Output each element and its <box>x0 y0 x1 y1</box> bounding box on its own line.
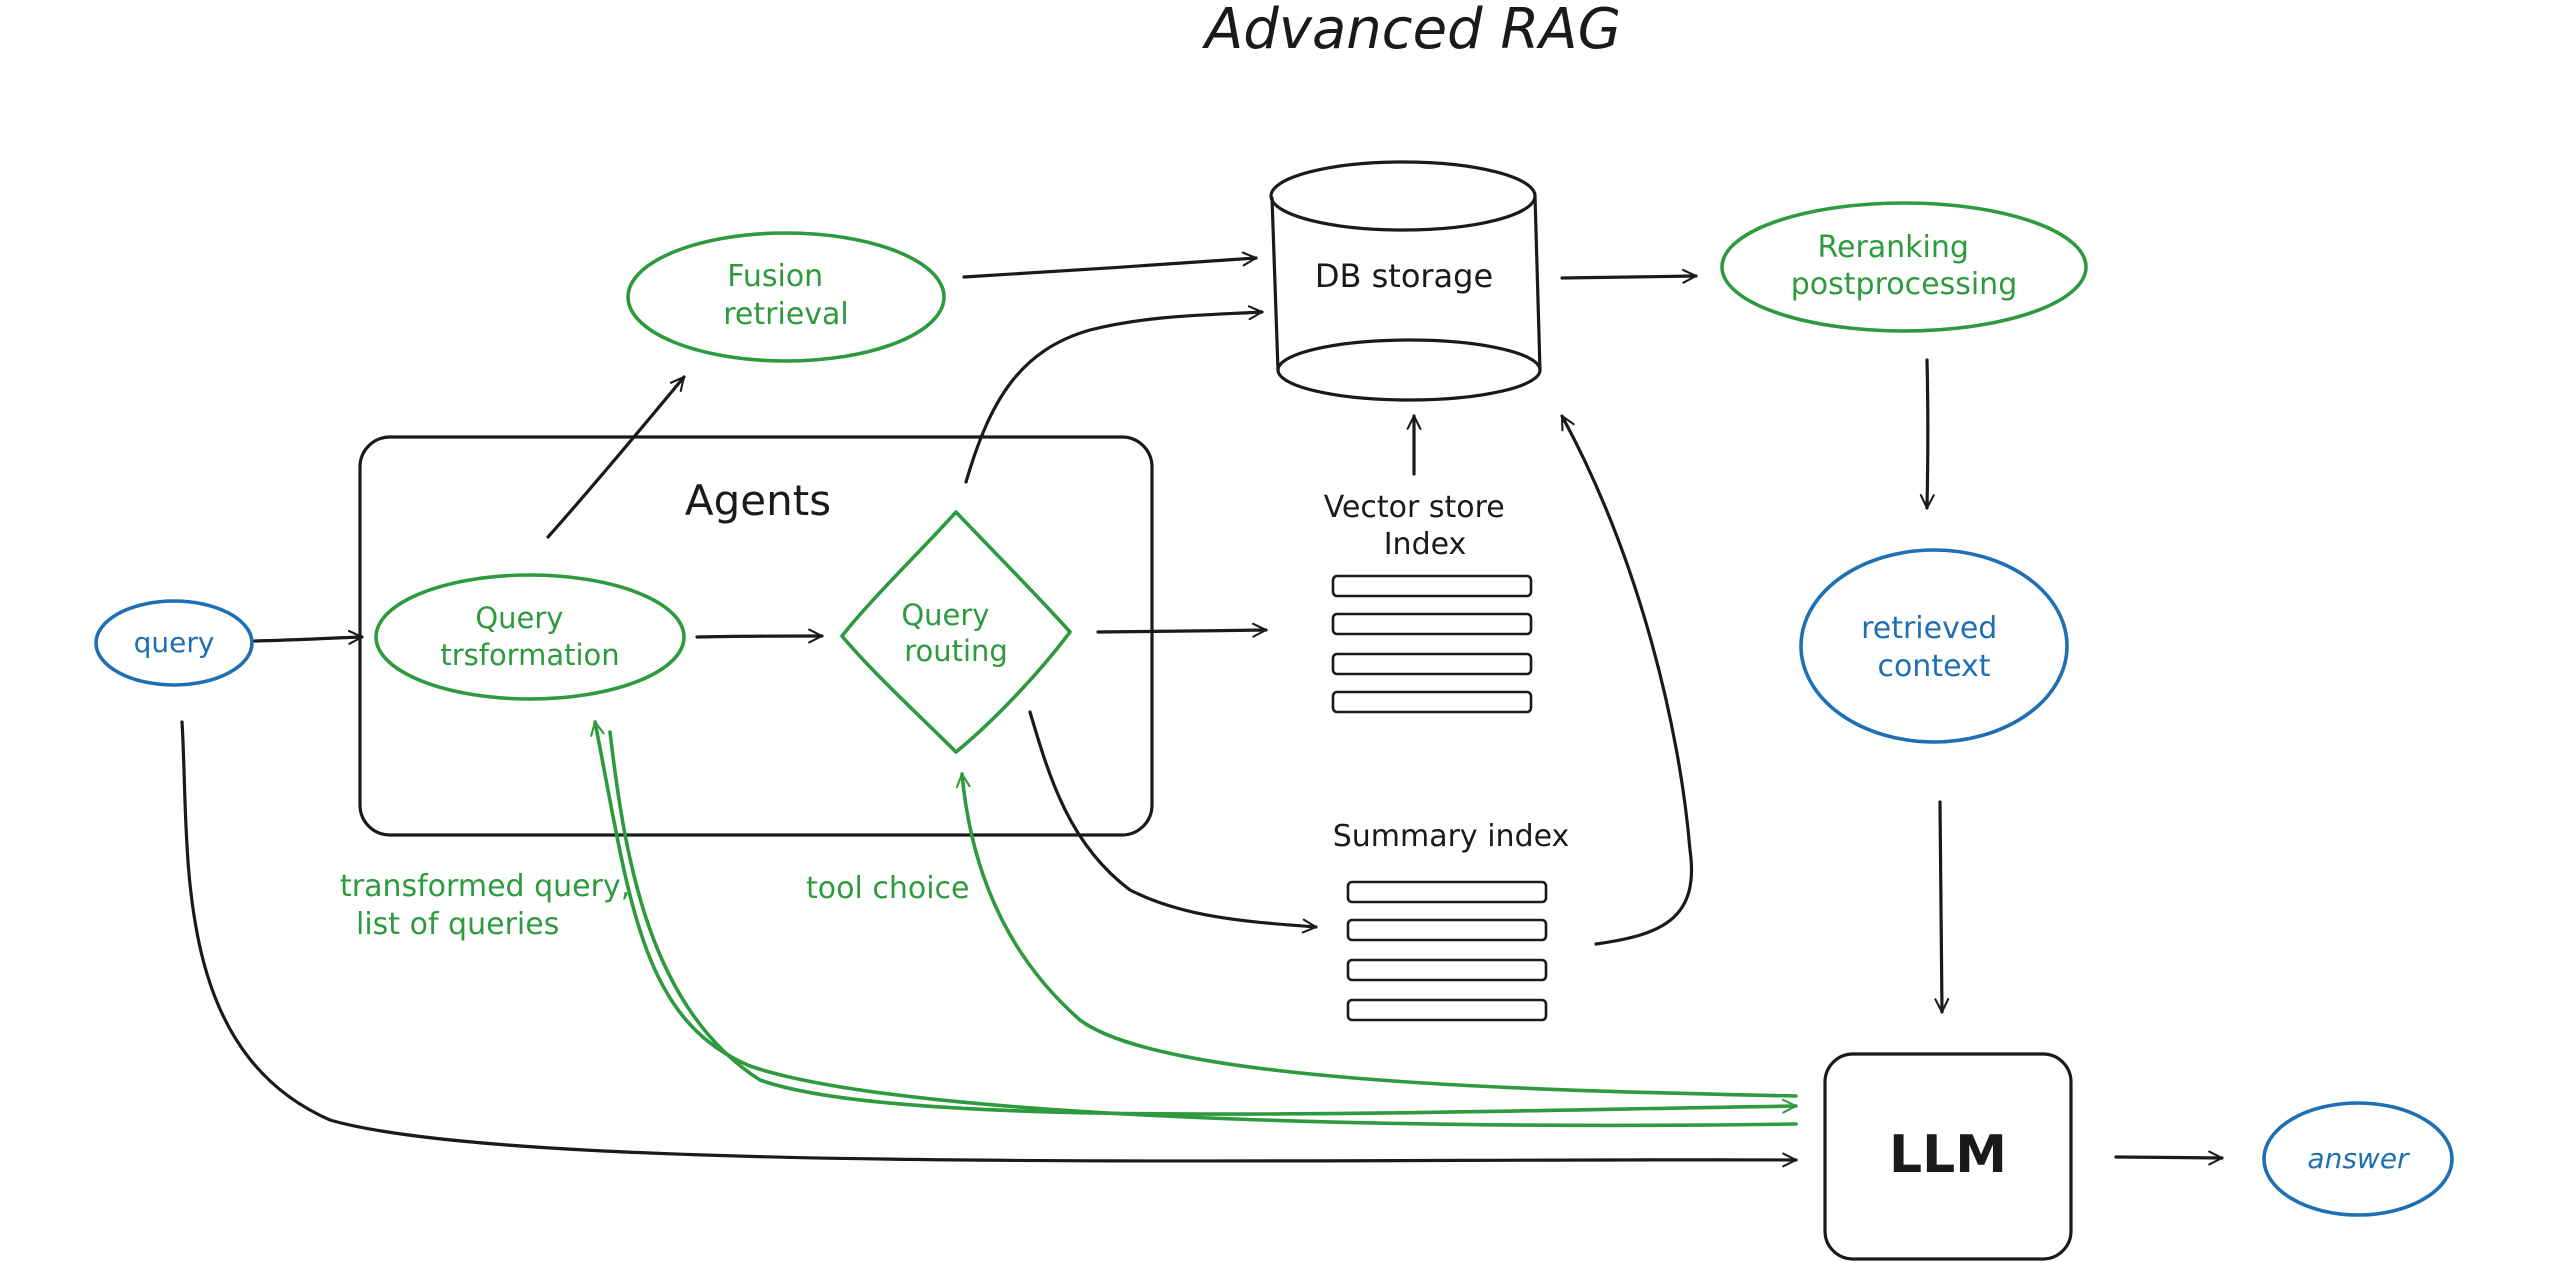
feedback-llm-to-transformation <box>590 720 1798 1128</box>
summary-index-label: Summary index <box>1333 819 1570 854</box>
vector-store-bar <box>1331 652 1533 676</box>
summary-index-bar <box>1346 958 1548 982</box>
llm-label: LLM <box>1889 1125 2007 1185</box>
reranking-label: Reranking postprocessing <box>1791 230 2017 302</box>
tool-choice-edge-label: tool choice <box>806 871 970 906</box>
summary-index-bar <box>1346 918 1548 942</box>
vector-store-bar <box>1331 574 1533 598</box>
summary-index-bar <box>1346 880 1548 904</box>
fusion-retrieval-line1: Fusion <box>727 259 823 294</box>
vector-store-bar <box>1331 690 1533 714</box>
query-transformation-label: Query trsformation <box>440 601 619 672</box>
feedback-llm-to-routing <box>955 772 1798 1098</box>
transformed-query-edge-label: transformed query, list of queries <box>340 869 640 942</box>
query-routing-node <box>840 510 1072 754</box>
arrow-transformation-to-routing <box>695 628 824 644</box>
query-transformation-line2: trsformation <box>440 638 619 672</box>
answer-label: answer <box>2307 1142 2410 1175</box>
summary-index-bars <box>1346 880 1548 1022</box>
fusion-retrieval-node <box>626 231 946 363</box>
arrow-summary-to-db <box>1560 414 1693 946</box>
reranking-line2: postprocessing <box>1791 267 2017 302</box>
db-storage-top <box>1269 160 1537 232</box>
db-storage-side-right <box>1533 194 1542 372</box>
vector-store-label: Vector store Index <box>1324 490 1515 562</box>
arrow-fusion-to-db <box>962 251 1258 279</box>
vector-store-bars <box>1331 574 1533 714</box>
arrow-transformation-to-fusion <box>546 375 686 539</box>
arrow-query-to-llm <box>180 720 1798 1168</box>
query-routing-line2: routing <box>904 634 1008 668</box>
arrow-routing-to-vector <box>1096 622 1268 638</box>
fusion-retrieval-line2: retrieval <box>723 297 849 332</box>
db-storage-bottom <box>1276 338 1542 402</box>
arrow-context-to-llm <box>1934 800 1950 1014</box>
summary-index-bar <box>1346 998 1548 1022</box>
reranking-line1: Reranking <box>1818 230 1969 265</box>
query-node <box>94 599 254 687</box>
retrieved-context-label: retrieved context <box>1861 611 2007 684</box>
arrow-routing-to-db <box>964 305 1264 484</box>
retrieved-context-line1: retrieved <box>1861 611 1997 646</box>
db-storage-label: DB storage <box>1315 257 1493 295</box>
agents-label: Agents <box>685 476 831 525</box>
feedback-transformation-to-llm <box>608 730 1798 1116</box>
query-label: query <box>134 626 215 659</box>
answer-node <box>2262 1101 2454 1217</box>
query-transformation-node <box>374 573 686 701</box>
transformed-query-line1: transformed query, <box>340 869 630 904</box>
vector-store-line1: Vector store <box>1324 490 1505 525</box>
vector-store-line2: Index <box>1384 527 1467 562</box>
query-routing-label: Query routing <box>901 598 1007 668</box>
retrieved-context-line2: context <box>1877 649 1990 684</box>
retrieved-context-node <box>1799 548 2069 744</box>
query-transformation-line1: Query <box>475 601 563 635</box>
arrow-reranking-to-context <box>1919 358 1935 510</box>
llm-node <box>1823 1052 2073 1261</box>
fusion-retrieval-label: Fusion retrieval <box>723 259 849 332</box>
db-storage-side-left <box>1270 196 1280 372</box>
reranking-node <box>1720 201 2088 333</box>
query-routing-line1: Query <box>901 598 989 632</box>
diagram-title: Advanced RAG <box>1202 0 1621 62</box>
arrow-llm-to-answer <box>2114 1150 2224 1166</box>
db-storage-node <box>1269 160 1542 402</box>
vector-store-bar <box>1331 612 1533 636</box>
arrow-query-to-transformation <box>253 629 364 645</box>
arrow-routing-to-summary <box>1028 710 1318 934</box>
transformed-query-line2: list of queries <box>356 907 559 942</box>
arrow-db-to-reranking <box>1560 268 1698 284</box>
